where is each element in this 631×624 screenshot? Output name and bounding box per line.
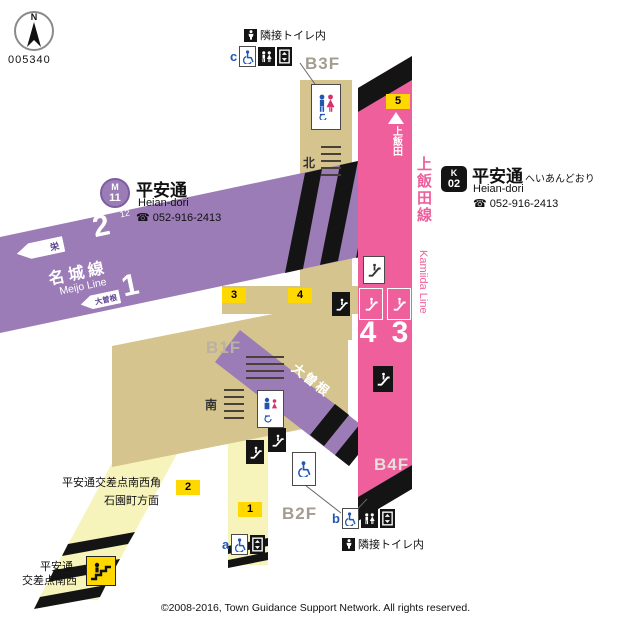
entrance-b-label: b [332, 511, 340, 526]
stairs-south [224, 389, 244, 423]
exit-2-badge: 2 [176, 480, 200, 495]
kamiida-direction-label: 上飯田 [390, 126, 402, 156]
up-arrow-icon [388, 112, 404, 124]
platform-2-number: 2 [89, 208, 113, 245]
entrance-a-facilities: a [222, 534, 266, 555]
meijo-station-phone: ☎ 052-916-2413 [136, 212, 222, 224]
badge-letter: K [450, 167, 458, 178]
restroom-icon [258, 47, 276, 66]
exit-1-badge: 1 [238, 502, 262, 517]
ishizono-text: 石園町方面 [104, 495, 159, 507]
sw-exit-icon [86, 556, 116, 586]
station-name-kana: へいあんどおり [525, 174, 595, 185]
toilet-person-icon [244, 28, 257, 42]
elevator-icon [277, 47, 293, 66]
kamiida-station-badge: K 02 [441, 166, 467, 192]
kamiida-station-name: 平安通 へいあんどおり [472, 162, 595, 187]
entrance-c-facilities: c [230, 46, 293, 67]
kamiida-station-phone: ☎ 052-916-2413 [473, 198, 559, 210]
south-label: 南 [205, 398, 218, 412]
north-label: 北 [303, 156, 316, 170]
compass-needle-icon [27, 22, 41, 47]
wheelchair-b2f-box [292, 452, 316, 486]
adjacent-toilet-text-top: 隣接トイレ内 [260, 30, 326, 42]
elevator-b1f-box [257, 390, 284, 428]
elevator-icon [250, 535, 266, 554]
corridor-southwest [38, 452, 178, 600]
sw-corner-text: 平安通交差点南西角 [62, 477, 161, 489]
adjacent-toilet-note-bottom: 隣接トイレ内 [342, 536, 424, 552]
stairs-b1f-main [246, 356, 284, 382]
kamiida-line-name: 上飯田線 [415, 156, 432, 224]
escalator-icon [359, 288, 383, 320]
map-code: 005340 [8, 54, 51, 66]
compass-n-label: N [31, 12, 38, 22]
exit-4-badge: 4 [288, 288, 312, 303]
platform-3-number: 3 [391, 316, 409, 349]
badge-number: 11 [109, 191, 121, 204]
escalator-icon [387, 288, 411, 320]
direction-arrow-sakae: 栄 [15, 236, 65, 262]
floor-label-b4f: B4F [374, 455, 410, 474]
direction-label-ozone: 大曽根 [93, 292, 118, 307]
platform-1-number: 1 [118, 267, 142, 304]
kamiida-line-band [358, 56, 412, 497]
kamiida-line-name-en: Kamiida Line [417, 250, 429, 314]
copyright: ©2008-2016, Town Guidance Support Networ… [160, 602, 471, 614]
meijo-station-badge: M 11 [100, 178, 130, 208]
floor-label-b3f: B3F [305, 54, 341, 73]
meijo-station-name: 平安通 [136, 181, 187, 200]
escalator-box-lower [373, 366, 393, 392]
meijo-station-romaji: Heian-dori [138, 197, 189, 209]
platform-2-note: 12 [118, 207, 131, 220]
exit-3-badge: 3 [222, 288, 246, 303]
wheelchair-icon [341, 508, 359, 529]
station-name-kanji: 平安通 [472, 167, 523, 186]
restroom-icon [360, 509, 378, 528]
wheelchair-icon [231, 534, 249, 555]
kamiida-direction-arrow: 上飯田 [386, 112, 406, 156]
meijo-line-band [0, 154, 392, 333]
sw-exit-text-2: 交差点南西 [22, 575, 77, 587]
adjacent-toilet-text-bottom: 隣接トイレ内 [358, 539, 424, 551]
sw-exit-text-1: 平安通 [40, 561, 73, 573]
badge-number: 02 [447, 177, 461, 190]
platform-escalators [359, 288, 411, 320]
escalator-box-upper [363, 256, 385, 284]
concourse-b1f [112, 299, 348, 467]
direction-label-sakae: 栄 [49, 240, 60, 253]
wheelchair-icon [239, 46, 257, 67]
floor-label-b2f: B2F [282, 504, 318, 523]
elevator-icon [379, 509, 395, 528]
floor-label-b1f: B1F [206, 338, 242, 357]
adjacent-toilet-note-top: 隣接トイレ内 [244, 27, 326, 43]
toilet-person-icon [342, 537, 355, 551]
compass: N [11, 6, 57, 57]
stairs-north [321, 146, 341, 180]
entrance-b-facilities: b [332, 508, 395, 529]
restroom-b3f-box [311, 84, 341, 130]
kamiida-station-romaji: Heian-dori [473, 183, 524, 195]
direction-arrow-ozone: 大曽根 [79, 289, 121, 311]
exit-5-badge: 5 [386, 94, 410, 109]
escalator-box-b2f-2 [246, 440, 264, 464]
escalator-box-b2f-1 [268, 428, 286, 452]
badge-letter: M [111, 181, 119, 192]
entrance-c-label: c [230, 49, 238, 64]
platform-4-number: 4 [359, 316, 377, 349]
escalator-box-passage [332, 292, 350, 316]
entrance-a-label: a [222, 537, 230, 552]
